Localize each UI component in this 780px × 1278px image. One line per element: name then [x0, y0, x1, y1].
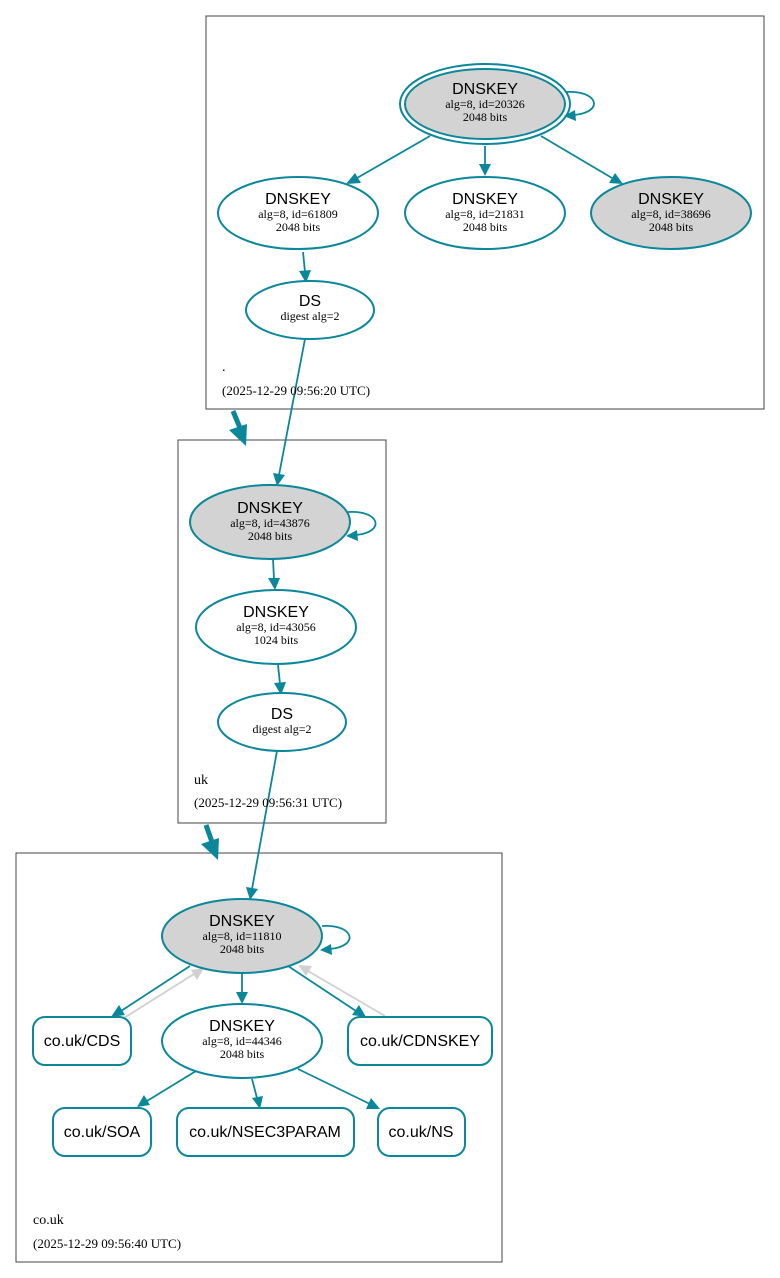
node-title: DS [299, 293, 321, 310]
node-bits: 2048 bits [220, 1047, 265, 1061]
node-alg-id: alg=8, id=43056 [236, 620, 316, 634]
zone-uk-timestamp: (2025-12-29 09:56:31 UTC) [194, 795, 342, 810]
delegation-uk-to-couk [201, 824, 219, 860]
edge-uk-ksk-self [346, 511, 377, 541]
rrset-node-cdnskey: co.uk/CDNSKEY [347, 1016, 493, 1066]
node-bits: 2048 bits [220, 942, 265, 956]
node-bits: 2048 bits [463, 110, 508, 124]
edge-root-ksk-to-zsk1 [346, 135, 431, 184]
node-title: DNSKEY [209, 1018, 275, 1035]
edge-couk-ksk-to-cdnskey [287, 965, 366, 1017]
node-bits: 2048 bits [248, 529, 293, 543]
node-title: DNSKEY [237, 500, 303, 517]
rrset-node-ns: co.uk/NS [377, 1107, 466, 1157]
node-alg-id: alg=8, id=21831 [445, 207, 525, 221]
edge-root-ksk-to-zsk3 [540, 135, 623, 184]
edge-root-zsk1-to-ds [299, 251, 311, 283]
dnskey-node-couk-ksk: DNSKEY alg=8, id=11810 2048 bits [161, 898, 323, 974]
rrset-label: co.uk/CDNSKEY [360, 1033, 480, 1050]
dnskey-node-root-zsk-61809: DNSKEY alg=8, id=61809 2048 bits [217, 176, 379, 250]
zone-root-timestamp: (2025-12-29 09:56:20 UTC) [222, 383, 370, 398]
node-alg-id: alg=8, id=44346 [202, 1034, 282, 1048]
node-alg-id: alg=8, id=61809 [258, 207, 338, 221]
edge-cdnskey-to-couk-ksk-muted [298, 965, 386, 1017]
dnskey-node-root-ksk: DNSKEY alg=8, id=20326 2048 bits [399, 63, 571, 145]
edge-uk-ds-to-couk-ksk [246, 750, 278, 900]
node-alg-id: alg=8, id=38696 [631, 207, 711, 221]
node-digest: digest alg=2 [280, 309, 339, 323]
rrset-label: co.uk/CDS [44, 1033, 120, 1050]
delegation-root-to-uk [229, 410, 247, 446]
edge-root-ds-to-uk-ksk [273, 338, 306, 486]
zone-uk-box [177, 439, 387, 824]
node-title: DNSKEY [209, 913, 275, 930]
zone-couk-name: co.uk [33, 1213, 64, 1228]
edge-root-ksk-to-zsk2 [479, 146, 491, 176]
edge-couk-ksk-to-cds [111, 965, 191, 1017]
dnskey-node-couk-zsk: DNSKEY alg=8, id=44346 2048 bits [161, 1003, 323, 1079]
node-bits: 1024 bits [254, 633, 299, 647]
dnskey-node-uk-zsk: DNSKEY alg=8, id=43056 1024 bits [195, 589, 357, 665]
rrset-label: co.uk/SOA [64, 1124, 141, 1141]
edge-couk-zsk-to-nsec3param [251, 1078, 263, 1109]
dnskey-node-uk-ksk: DNSKEY alg=8, id=43876 2048 bits [189, 484, 351, 560]
node-title: DNSKEY [243, 604, 309, 621]
zone-root-box [205, 15, 765, 410]
node-alg-id: alg=8, id=11810 [202, 929, 281, 943]
rrset-node-cds: co.uk/CDS [32, 1016, 132, 1066]
zone-couk-timestamp: (2025-12-29 09:56:40 UTC) [33, 1236, 181, 1251]
edge-root-ksk-self [564, 91, 595, 121]
rrset-label: co.uk/NSEC3PARAM [189, 1124, 341, 1141]
node-title: DNSKEY [638, 191, 704, 208]
node-digest: digest alg=2 [252, 722, 311, 736]
node-bits: 2048 bits [276, 220, 321, 234]
node-title: DNSKEY [452, 81, 518, 98]
edge-couk-ksk-self [320, 925, 351, 955]
edge-uk-ksk-to-zsk [268, 558, 280, 590]
zone-uk-name: uk [194, 773, 208, 788]
node-alg-id: alg=8, id=43876 [230, 516, 310, 530]
edge-cds-to-couk-ksk-muted [123, 968, 204, 1019]
edge-couk-ksk-to-zsk [236, 973, 248, 1004]
node-title: DS [271, 706, 293, 723]
edge-couk-zsk-to-ns [297, 1068, 380, 1109]
dnskey-node-root-zsk-38696: DNSKEY alg=8, id=38696 2048 bits [590, 176, 752, 250]
node-title: DNSKEY [452, 191, 518, 208]
rrset-label: co.uk/NS [389, 1124, 454, 1141]
node-title: DNSKEY [265, 191, 331, 208]
zone-root-name: . [222, 360, 226, 375]
rrset-node-nsec3param: co.uk/NSEC3PARAM [176, 1107, 355, 1157]
rrset-node-soa: co.uk/SOA [52, 1107, 152, 1157]
ds-node-root: DS digest alg=2 [245, 280, 375, 340]
edge-couk-zsk-to-soa [137, 1070, 197, 1107]
node-bits: 2048 bits [649, 220, 694, 234]
node-bits: 2048 bits [463, 220, 508, 234]
ds-node-uk: DS digest alg=2 [217, 692, 347, 752]
node-alg-id: alg=8, id=20326 [445, 97, 525, 111]
edge-uk-zsk-to-ds [274, 664, 286, 695]
dnskey-node-root-zsk-21831: DNSKEY alg=8, id=21831 2048 bits [404, 176, 566, 250]
